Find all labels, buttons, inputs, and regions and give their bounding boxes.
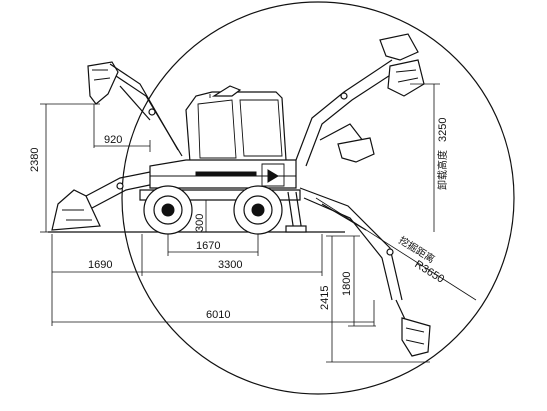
dim-1690-3300: 1690 3300 xyxy=(51,234,323,276)
front-loader-raised xyxy=(87,61,183,157)
dim-6010: 6010 xyxy=(51,276,375,326)
reach-circle xyxy=(121,1,515,395)
front-wheel xyxy=(143,185,193,235)
dim-3300-label: 3300 xyxy=(218,259,242,271)
dim-3250-label: 3250 xyxy=(437,118,449,142)
rear-wheel xyxy=(233,185,283,235)
backhoe-raised xyxy=(295,33,425,167)
dim-2380-label: 2380 xyxy=(29,148,41,172)
stabilizer xyxy=(285,191,307,233)
dim-radius: 挖掘距离 R3650 xyxy=(315,197,477,301)
dim-300-label: 300 xyxy=(194,214,206,232)
dim-1800-label: 1800 xyxy=(341,272,353,296)
backhoe-digging xyxy=(299,187,431,357)
chassis xyxy=(139,85,301,201)
dim-2380: 2380 xyxy=(29,103,100,233)
dim-1690-label: 1690 xyxy=(88,259,112,271)
dim-1670-label: 1670 xyxy=(196,240,220,252)
dim-3250-caption: 卸载高度 xyxy=(436,150,449,190)
dim-6010-label: 6010 xyxy=(206,309,230,321)
dim-920-label: 920 xyxy=(104,134,122,146)
dim-depths: 2415 1800 xyxy=(319,235,430,363)
dim-3250: 3250 卸载高度 xyxy=(410,83,449,232)
dim-300: 300 xyxy=(194,200,207,232)
dim-1670: 1670 xyxy=(167,234,259,256)
dim-920: 920 xyxy=(93,104,151,152)
dim-2415-label: 2415 xyxy=(319,286,331,310)
